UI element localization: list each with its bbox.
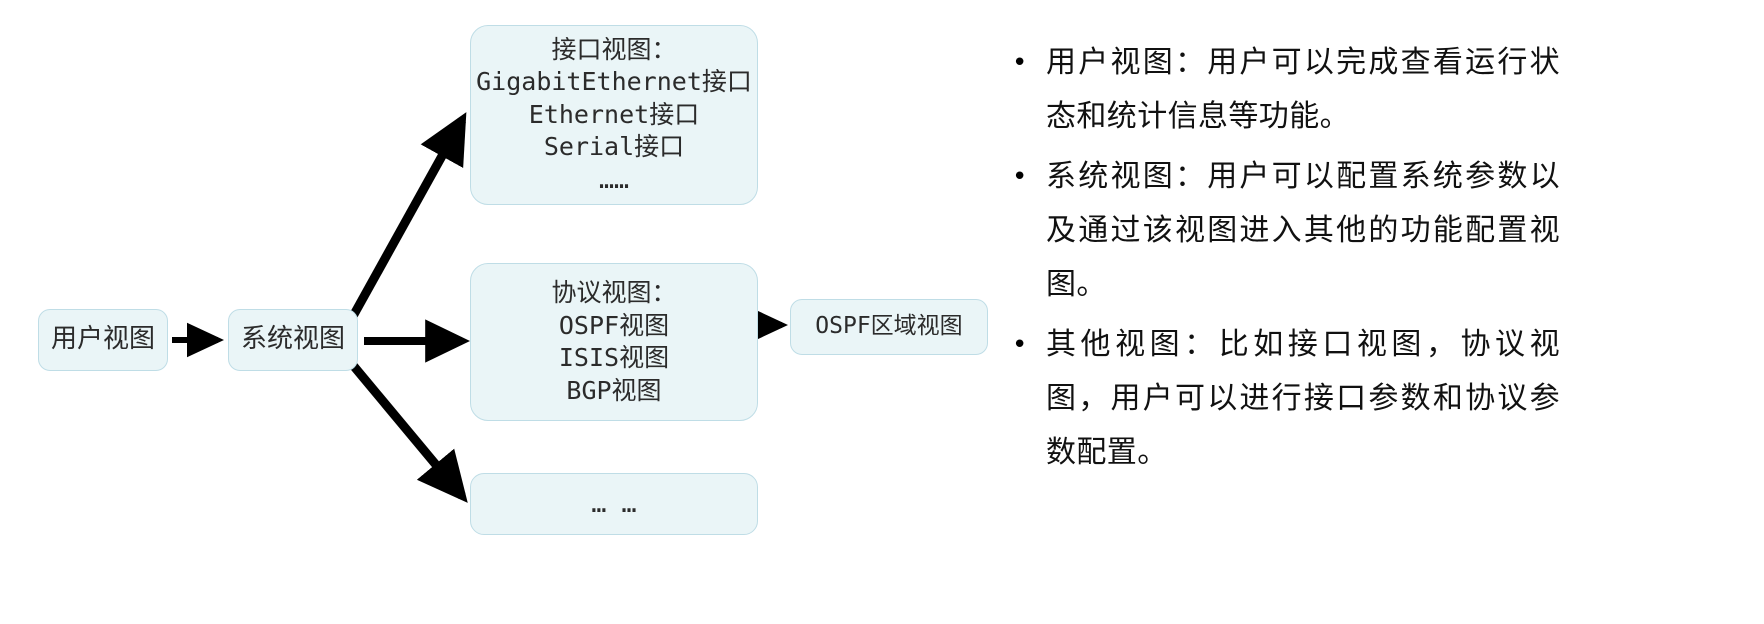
node-protocol-view-text: 协议视图： OSPF视图 ISIS视图 BGP视图 [551, 278, 677, 405]
node-user-view[interactable]: 用户视图 [38, 309, 168, 371]
bullet-icon: • [1012, 48, 1028, 78]
list-item: • 用户视图：用户可以完成查看运行状态和统计信息等功能。 [1000, 36, 1560, 144]
node-other-view[interactable]: … … [470, 473, 758, 535]
note-text-other-view: 其他视图：比如接口视图，协议视图，用户可以进行接口参数和协议参数配置。 [1046, 327, 1560, 470]
edge-system-to-interface [348, 112, 467, 321]
node-ospf-area-view[interactable]: OSPF区域视图 [790, 299, 988, 355]
note-text-user-view: 用户视图：用户可以完成查看运行状态和统计信息等功能。 [1046, 45, 1560, 134]
note-text-system-view: 系统视图：用户可以配置系统参数以及通过该视图进入其他的功能配置视图。 [1046, 159, 1560, 302]
node-protocol-view[interactable]: 协议视图： OSPF视图 ISIS视图 BGP视图 [470, 263, 758, 421]
node-interface-view-text: 接口视图： GigabitEthernet接口 Ethernet接口 Seria… [476, 34, 752, 194]
bullet-icon: • [1012, 162, 1028, 192]
bullet-icon: • [1012, 330, 1028, 360]
node-other-view-label: … … [591, 488, 637, 518]
list-item: • 系统视图：用户可以配置系统参数以及通过该视图进入其他的功能配置视图。 [1000, 150, 1560, 312]
notes-list: • 用户视图：用户可以完成查看运行状态和统计信息等功能。 • 系统视图：用户可以… [1000, 36, 1560, 486]
node-ospf-area-view-label: OSPF区域视图 [815, 313, 963, 340]
edge-system-to-other [348, 361, 468, 503]
node-system-view-label: 系统视图 [240, 324, 345, 355]
node-system-view[interactable]: 系统视图 [228, 309, 358, 371]
node-interface-view[interactable]: 接口视图： GigabitEthernet接口 Ethernet接口 Seria… [470, 25, 758, 205]
list-item: • 其他视图：比如接口视图，协议视图，用户可以进行接口参数和协议参数配置。 [1000, 318, 1560, 480]
node-user-view-label: 用户视图 [50, 324, 155, 355]
